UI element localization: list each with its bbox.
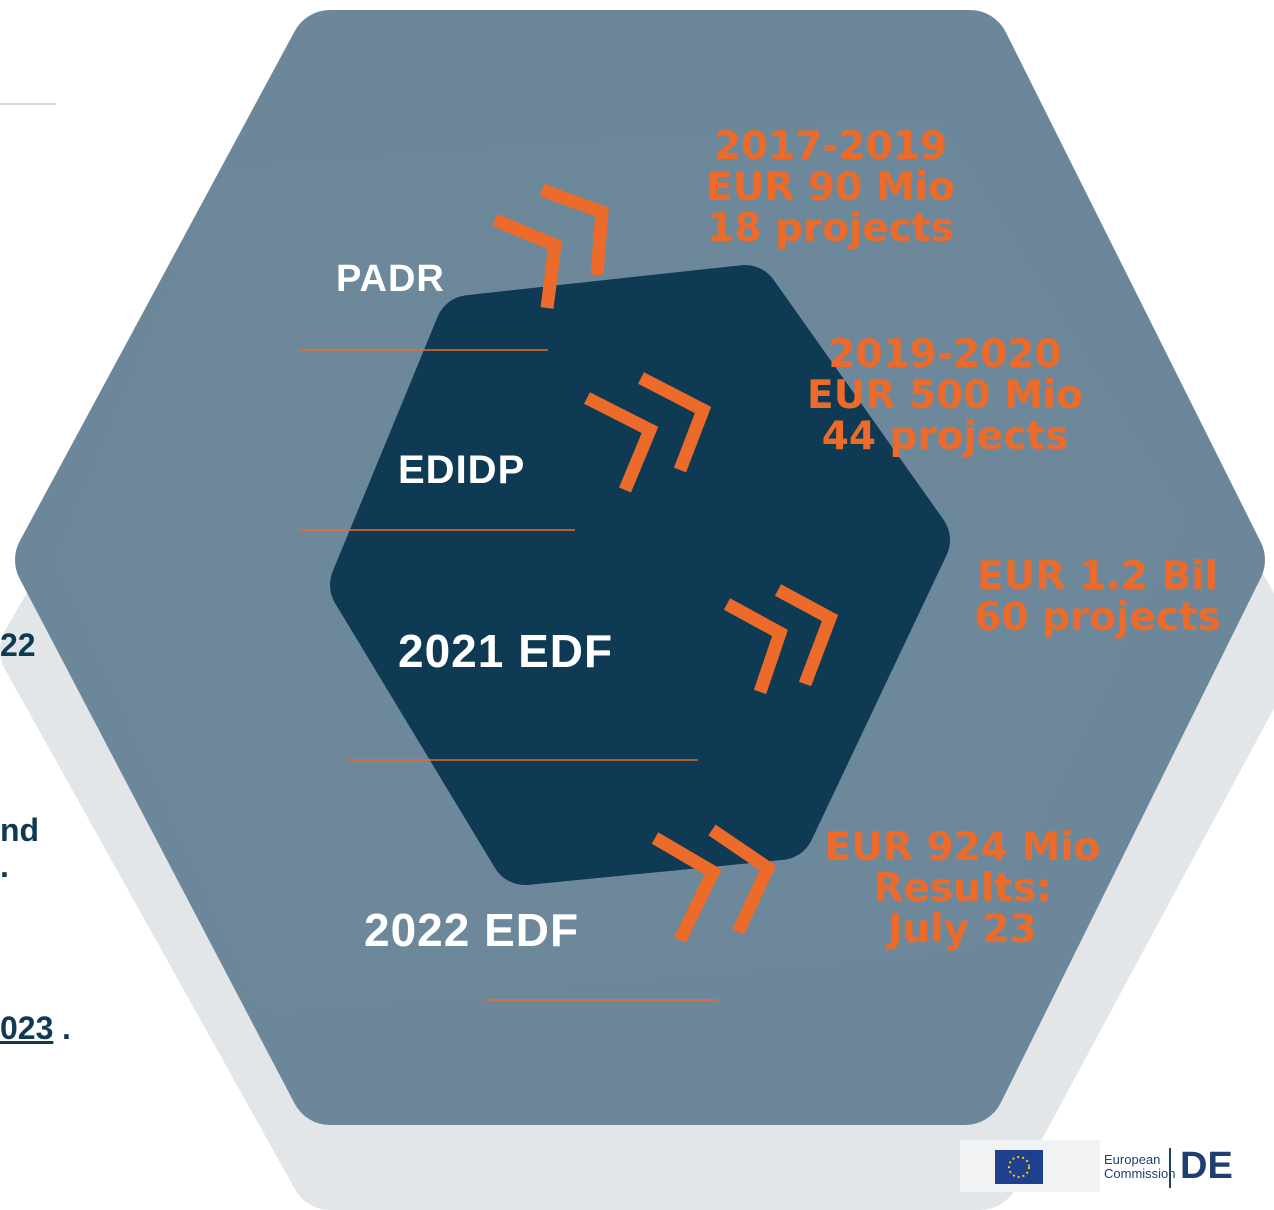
chevron-arrow-icon-4 [651, 824, 777, 943]
european-commission-logo [960, 1140, 1171, 1192]
ec-logo-line-2: Commission [1104, 1166, 1176, 1181]
stat-block-2022-edf: EUR 924 Mio Results: July 23 [810, 825, 1115, 952]
eu-flag-icon [995, 1150, 1043, 1184]
ec-logo-line-1: European [1104, 1152, 1161, 1167]
chevron-arrow-icon-2 [584, 372, 712, 493]
stat-block-edidp: 2019-2020 EUR 500 Mio 44 projects [795, 332, 1095, 459]
stat-line: 44 projects [821, 413, 1069, 459]
dg-abbreviation: DE [1180, 1145, 1233, 1187]
stat-block-padr: 2017-2019 EUR 90 Mio 18 projects [698, 124, 963, 251]
stat-line: 2017-2019 [713, 124, 948, 169]
stat-line: July 23 [888, 906, 1037, 952]
left-text-fragment-1: 22 [0, 627, 36, 663]
stat-line: EUR 924 Mio [824, 825, 1101, 870]
stat-line: 18 projects [707, 205, 954, 251]
inner-hexagon [330, 265, 950, 885]
programme-label-padr: PADR [336, 258, 445, 300]
stat-line: 60 projects [974, 594, 1221, 640]
programme-label-edidp: EDIDP [398, 448, 526, 492]
chevron-arrow-icon-1 [492, 183, 609, 309]
ec-logo-text: European Commission [1104, 1153, 1176, 1181]
left-text-fragment-3: . [0, 848, 9, 884]
left-text-fragment-4: . [62, 1010, 71, 1046]
stat-line: 2019-2020 [828, 332, 1062, 377]
programme-label-2021-edf: 2021 EDF [398, 625, 614, 677]
stat-block-2021-edf: EUR 1.2 Bil 60 projects [965, 554, 1230, 640]
stat-line: Results: [873, 865, 1052, 911]
left-text-fragment-2: nd [0, 812, 40, 848]
stat-line: EUR 1.2 Bil [976, 554, 1219, 599]
chevron-arrow-icon-3 [723, 584, 839, 695]
programme-label-2022-edf: 2022 EDF [364, 904, 580, 956]
left-text-link-fragment[interactable]: 023 [0, 1010, 54, 1046]
stat-line: EUR 500 Mio [807, 372, 1083, 418]
stat-line: EUR 90 Mio [706, 164, 955, 210]
